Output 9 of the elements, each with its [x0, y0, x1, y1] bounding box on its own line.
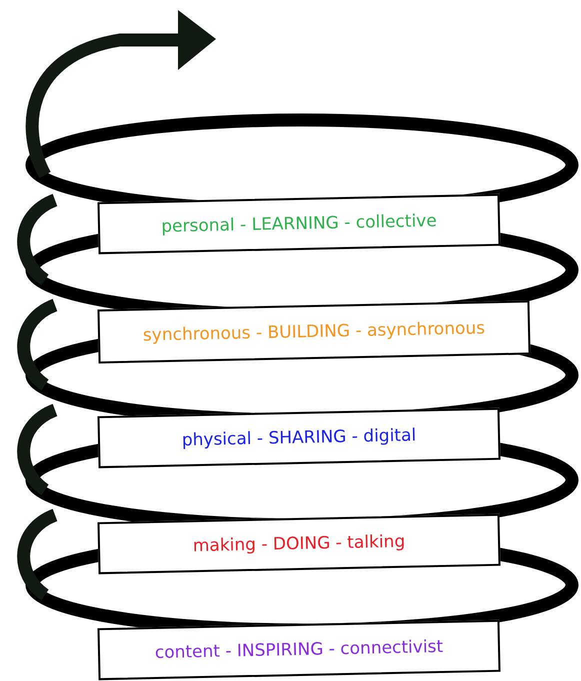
banner-box [98, 620, 500, 680]
banner-box [98, 408, 500, 468]
banner-label: making - DOING - talking [192, 532, 406, 556]
banner-label: physical - SHARING - digital [182, 426, 416, 450]
banner-label: personal - LEARNING - collective [161, 211, 437, 237]
banner-label: synchronous - BUILDING - asynchronous [142, 318, 486, 346]
banner-box [98, 194, 500, 254]
banner-label: content - INSPIRING - connectivist [154, 636, 444, 664]
banner-box [98, 514, 500, 574]
